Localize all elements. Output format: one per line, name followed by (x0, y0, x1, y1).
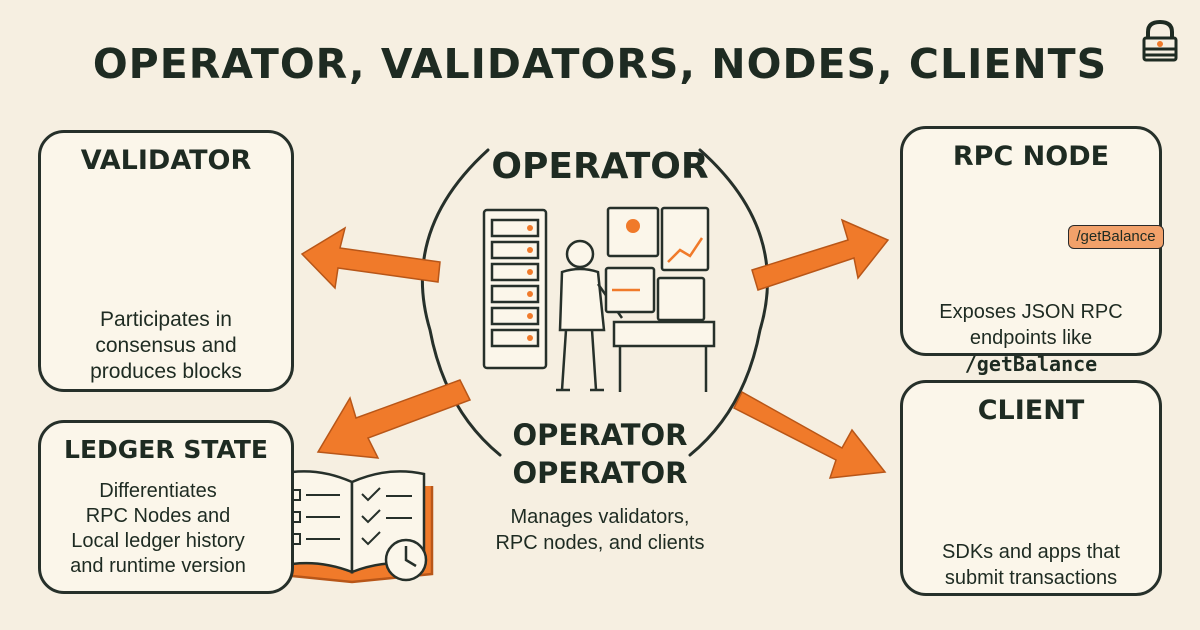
validator-description: Participates in consensus and produces b… (90, 308, 242, 383)
ledger-state-card: LEDGER STATE Differentiates RPC Nodes an… (38, 420, 294, 594)
operator-title: OPERATOR (491, 146, 709, 187)
endpoint-code: /getBalance (964, 352, 1098, 376)
arrow-to-rpc-node (751, 218, 890, 291)
monitor-icon (604, 206, 716, 392)
validator-title: VALIDATOR (80, 145, 252, 176)
operator-label-2: OPERATOR (512, 456, 688, 490)
server-rack-icon (482, 208, 548, 370)
clock-icon (384, 538, 428, 582)
client-card: CLIENT SDKs and apps that submit transac… (900, 380, 1162, 596)
operator-person-icon (556, 239, 624, 392)
arrow-to-validator (300, 226, 441, 290)
operator-description: Manages validators, RPC nodes, and clien… (495, 506, 705, 554)
bracket-left (420, 148, 502, 457)
rpc-node-title: RPC NODE (952, 141, 1110, 172)
rpc-node-card: RPC NODE Exposes JSON RPC endpoints like… (900, 126, 1162, 376)
ledger-state-description: Differentiates RPC Nodes and Local ledge… (70, 480, 246, 577)
arrow-to-client (732, 390, 887, 479)
ledger-state-title: LEDGER STATE (64, 435, 268, 464)
operator-label-1: OPERATOR (512, 418, 688, 452)
client-title: CLIENT (977, 395, 1085, 426)
lock-icon (1142, 19, 1178, 62)
diagram-title: OPERATOR, VALIDATORS, NODES, CLIENTS (92, 40, 1108, 88)
arrow-to-ledger (316, 379, 472, 459)
bracket-right (688, 148, 769, 457)
rpc-node-description: Exposes JSON RPC endpoints like /getBala… (939, 301, 1123, 376)
validator-card: VALIDATOR Participates in consensus and … (38, 130, 294, 392)
client-description: SDKs and apps that submit transactions (942, 541, 1120, 589)
endpoint-tag: /getBalance (1068, 225, 1164, 249)
